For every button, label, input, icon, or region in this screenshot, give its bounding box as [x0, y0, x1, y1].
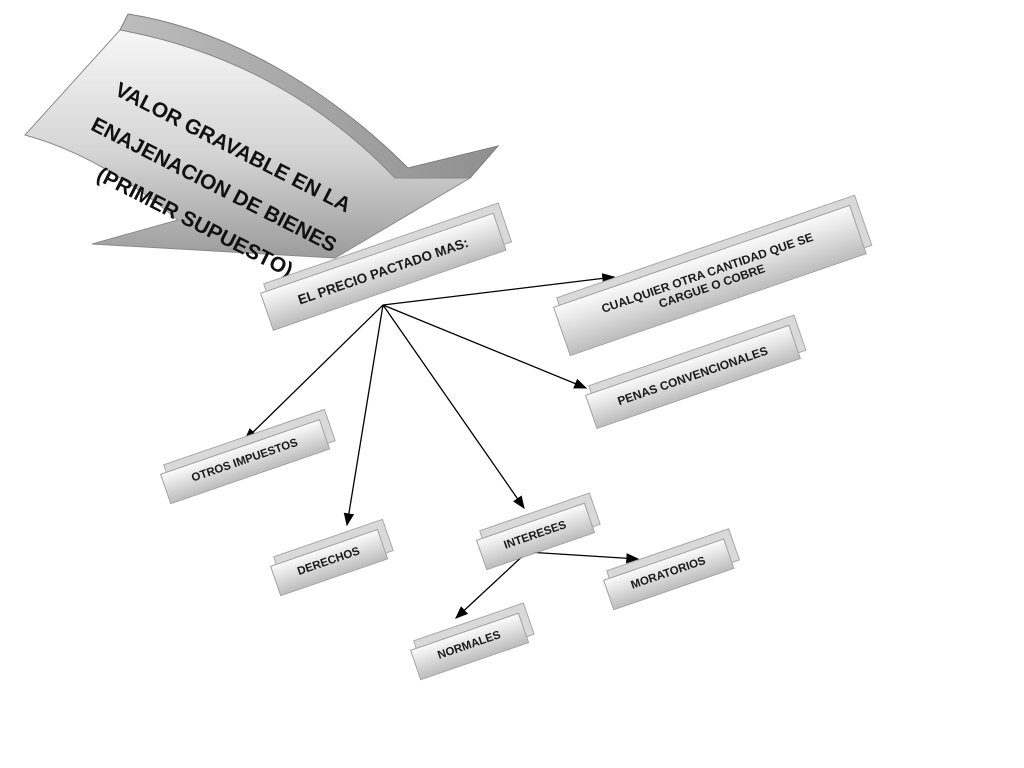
arrow-to-otros-impuestos [244, 304, 384, 441]
arrow-to-moratorios [526, 551, 640, 564]
arrow-to-normales [455, 551, 528, 619]
arrow-to-otra-cantidad [382, 273, 616, 306]
title-banner-arrow [24, 13, 500, 259]
connector-arrows [244, 273, 640, 619]
arrow-to-derechos [343, 304, 384, 527]
arrow-to-intereses [382, 304, 525, 510]
arrow-to-penas [382, 304, 588, 389]
